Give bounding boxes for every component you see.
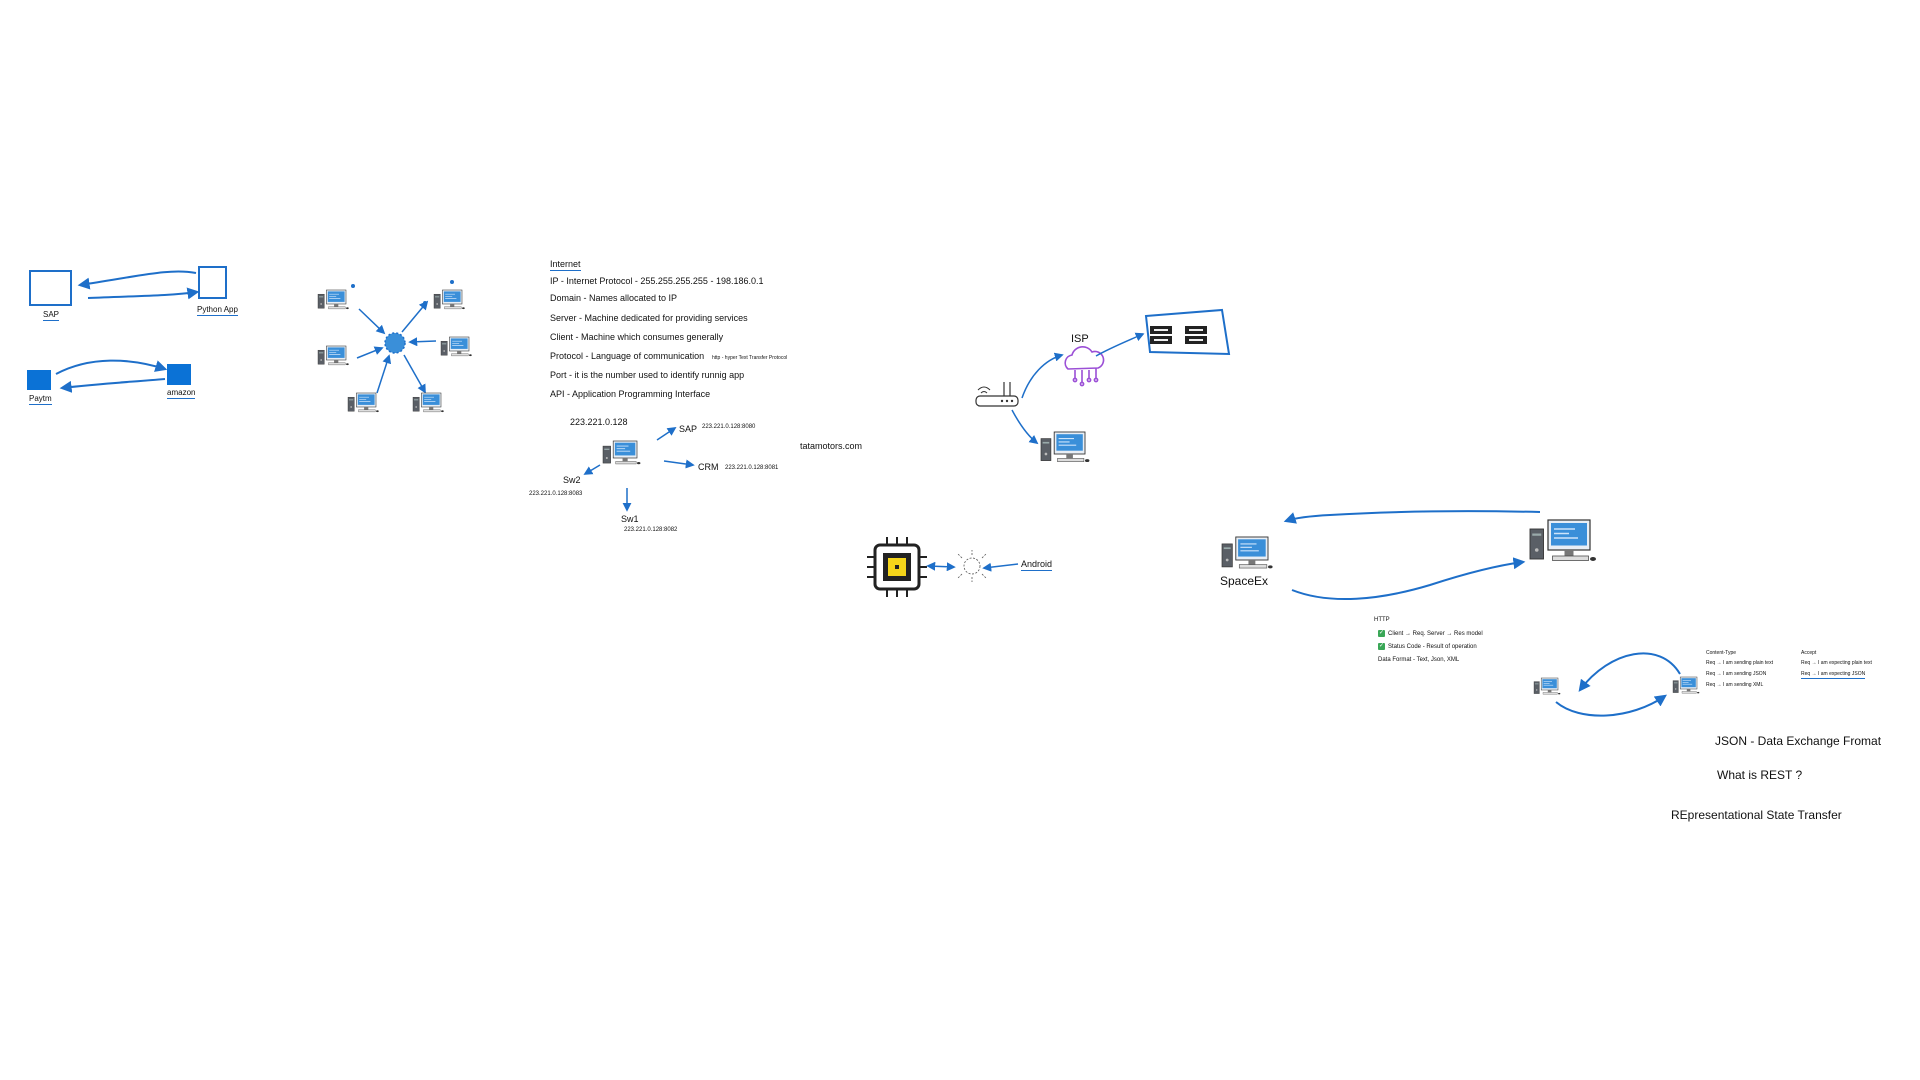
arrow-router-to-pc [1011,409,1039,445]
android-label: Android [1021,559,1053,571]
http-item: ✓Client → Req. Server → Res model [1378,630,1483,638]
arrow-to-crm [663,459,695,469]
paytm-box [27,370,51,390]
pc-icon [317,289,350,310]
rest-question: What is REST ? [1717,768,1803,782]
pc-icon [347,392,380,413]
client-pc-icon [1533,677,1561,695]
remote-server-pc-icon [1529,519,1597,562]
server-pc-icon-small [1672,676,1700,694]
cloud-icon [1064,346,1105,387]
note-line: Client - Machine which consumes generall… [550,332,724,342]
note-line: Port - it is the number used to identify… [550,370,745,380]
checkbox-icon: ✓ [1378,630,1385,637]
node-dot [351,284,355,288]
arrow-to-sw2 [583,464,601,475]
domain-label: tatamotors.com [800,441,863,451]
note-line: API - Application Programming Interface [550,389,711,399]
crm-address: 223.221.0.128:8081 [725,465,779,471]
arrow-client-to-server [1555,694,1667,717]
protocol-note: http - hyper Text Transfer Protocol [712,355,788,361]
sap-label: SAP [43,310,60,321]
network-hub [384,332,406,354]
pc-icon [1040,431,1090,463]
amazon-label: amazon [167,388,196,399]
note-line: Server - Machine dedicated for providing… [550,313,748,323]
content-type-header: Content-Type [1706,650,1737,656]
server-ip: 223.221.0.128 [570,417,628,427]
arrow-isp-to-servers [1095,332,1145,357]
note-line: Protocol - Language of communication [550,351,705,361]
paytm-label: Paytm [29,394,52,405]
router-icon [975,382,1019,407]
http-item: ✓Status Code - Result of operation [1378,643,1477,651]
server-pc-icon [602,440,641,465]
star-links [356,300,437,394]
spacex-label: SpaceEx [1220,574,1269,588]
arrow-router-to-isp [1021,352,1064,399]
sw2-port-label: Sw2 [563,475,581,485]
internet-title: Internet [550,259,581,271]
arrow-request [1291,557,1526,601]
pc-icon [440,336,473,357]
isp-label: ISP [1071,333,1089,345]
http-title: HTTP [1374,617,1390,623]
content-type-row: Req → I am sending plain text [1706,660,1773,666]
python-app-label: Python App [197,305,238,316]
spacex-pc-icon [1221,536,1274,569]
note-line: IP - Internet Protocol - 255.255.255.255… [550,276,764,286]
pc-icon [412,392,445,413]
arrow-amazon-to-paytm [59,378,166,393]
arrow-python-to-sap [77,270,197,290]
sw1-port-label: Sw1 [621,514,639,524]
arrow-to-android [982,562,1019,572]
arrow-response [1283,510,1541,524]
data-format-line: Data Format - Text, Json, XML [1378,657,1460,663]
android-logo-icon [957,550,987,582]
node-dot [423,301,427,305]
arrow-to-sap [656,427,677,441]
checkbox-icon: ✓ [1378,643,1385,650]
json-definition: JSON - Data Exchange Fromat [1715,734,1882,748]
pc-icon [317,345,350,366]
arrow-server-to-client [1578,652,1681,692]
pc-icon [433,289,466,310]
sap-box [29,270,72,306]
accept-row: Req → I am expecting plain text [1801,660,1872,666]
note-line: Domain - Names allocated to IP [550,293,678,303]
arrow-cpu-to-android [926,561,956,572]
sap-port-label: SAP [679,424,698,434]
arrow-sap-to-python [87,287,200,300]
content-type-row: Req → I am sending JSON [1706,671,1767,677]
arrow-paytm-to-amazon [55,359,168,375]
sw1-address: 223.221.0.128:8082 [624,527,678,533]
crm-port-label: CRM [698,462,719,472]
sap-address: 223.221.0.128:8080 [702,424,756,430]
server-rack-icon [1150,326,1172,344]
server-room-box [1144,308,1231,356]
amazon-box [167,364,191,385]
content-type-row: Req → I am sending XML [1706,682,1764,688]
accept-row: Req → I am expecting JSON [1801,671,1866,679]
rest-expansion: REpresentational State Transfer [1671,808,1842,822]
node-dot [450,280,454,284]
accept-header: Accept [1801,650,1817,656]
python-app-box [198,266,227,299]
cpu-chip-icon [867,537,927,597]
sw2-address: 223.221.0.128:8083 [529,491,583,497]
server-rack-icon [1185,326,1207,344]
